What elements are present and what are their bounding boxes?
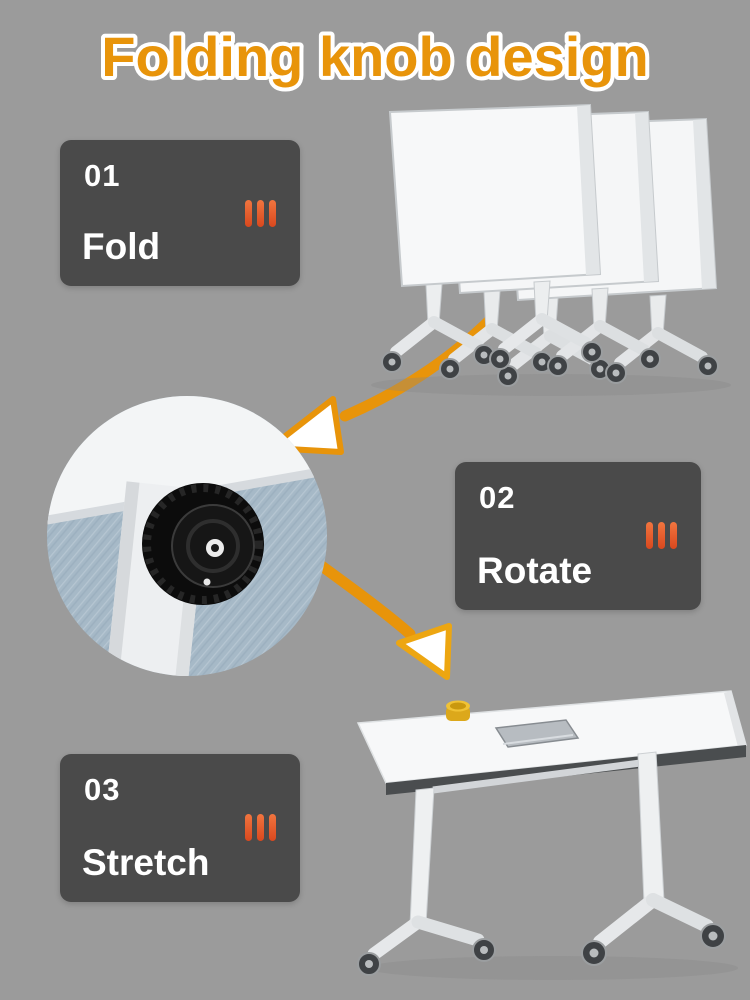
cup	[446, 700, 470, 721]
triple-bars-icon	[646, 522, 677, 549]
table-leg	[581, 751, 726, 966]
floor-shadow	[371, 374, 731, 396]
triple-bars-icon	[245, 814, 276, 841]
knob-closeup-illustration	[47, 396, 327, 676]
floor-shadow	[368, 956, 738, 980]
open-table-illustration	[356, 690, 747, 980]
step-card-stretch: 03 Stretch	[60, 754, 300, 902]
step-card-rotate: 02 Rotate	[455, 462, 701, 610]
table-leg	[357, 787, 496, 976]
step-label: Rotate	[477, 550, 593, 591]
triple-bars-icon	[245, 200, 276, 227]
folded-tables-illustration	[371, 103, 731, 396]
step-number: 03	[84, 772, 121, 807]
step-label: Fold	[82, 226, 161, 267]
step-label: Stretch	[82, 842, 210, 883]
folding-knob-icon	[142, 483, 264, 605]
page-title: Folding knob design	[101, 25, 649, 88]
laptop	[494, 719, 580, 748]
table-top	[356, 690, 747, 795]
step-number: 01	[84, 158, 121, 193]
title-banner: Folding knob design	[97, 21, 653, 92]
support-beam	[432, 758, 649, 794]
step-number: 02	[479, 480, 516, 515]
step-card-fold: 01 Fold	[60, 140, 300, 286]
